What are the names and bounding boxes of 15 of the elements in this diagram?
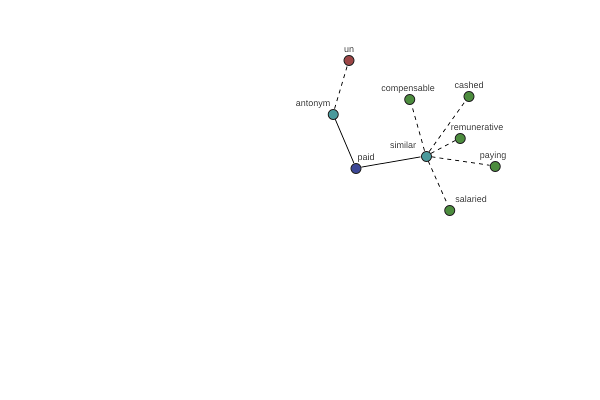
dashed-line xyxy=(430,140,456,154)
node-label: antonym xyxy=(296,98,330,108)
node-label: salaried xyxy=(455,194,487,204)
node-label: paying xyxy=(480,150,506,160)
node-label: remunerative xyxy=(450,122,504,132)
connector-line xyxy=(360,156,422,168)
node-label: cashed xyxy=(454,80,484,90)
node-label: paid xyxy=(358,152,374,162)
node-label: compensable xyxy=(381,82,435,92)
dashed-line xyxy=(430,156,490,166)
dashed-line xyxy=(428,100,466,152)
node-label: un xyxy=(344,44,354,54)
connector-line xyxy=(334,118,354,164)
node-label: similar xyxy=(390,140,416,150)
dashed-line xyxy=(334,64,348,110)
